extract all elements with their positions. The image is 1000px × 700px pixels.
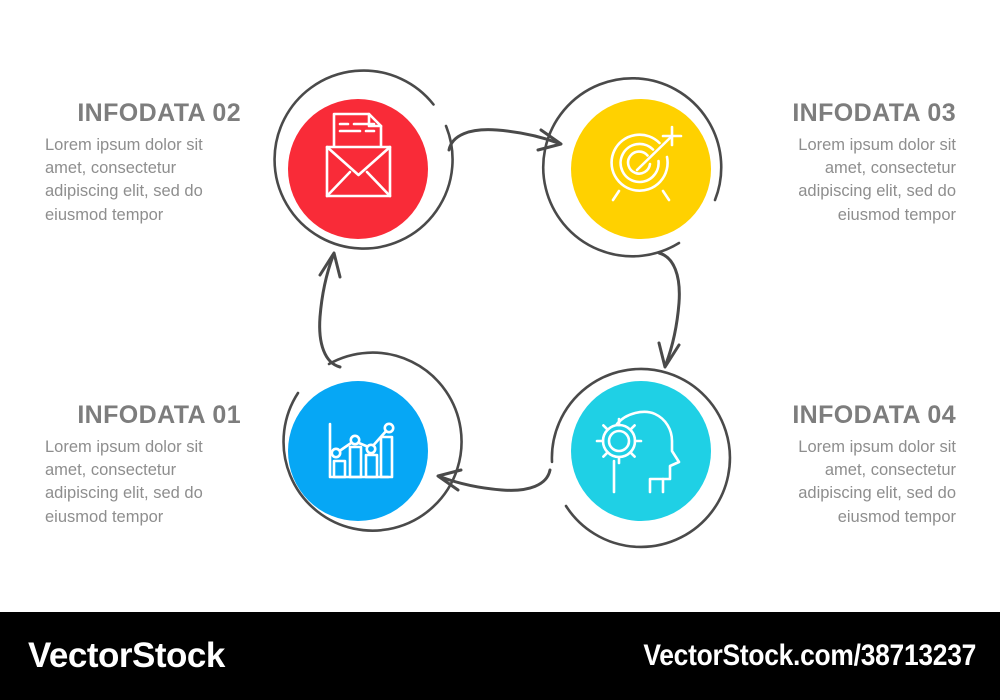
- infodata-04-title: INFODATA 04: [792, 401, 956, 429]
- node-04-outer-ring: [550, 367, 732, 549]
- node-infodata-01[interactable]: [282, 351, 463, 532]
- node-02-disc: [288, 99, 428, 239]
- arrow-04-to-01: [436, 468, 552, 492]
- infodata-01-title: INFODATA 01: [77, 401, 241, 429]
- infodata-01-body: Lorem ipsum dolor sit amet, consectetur …: [45, 437, 203, 526]
- vectorstock-url: VectorStock.com/38713237: [643, 639, 976, 672]
- node-infodata-04[interactable]: [550, 367, 732, 549]
- arrow-01-to-02: [318, 251, 342, 369]
- node-02-outer-ring: [273, 69, 454, 250]
- infodata-03-title: INFODATA 03: [792, 99, 956, 127]
- infodata-03-body: Lorem ipsum dolor sit amet, consectetur …: [798, 135, 956, 224]
- infodata-04-body: Lorem ipsum dolor sit amet, consectetur …: [798, 437, 956, 526]
- label-infodata-01: INFODATA 01 Lorem ipsum dolor sit amet, …: [45, 401, 241, 529]
- node-infodata-02[interactable]: [273, 69, 454, 250]
- infodata-02-title: INFODATA 02: [77, 99, 241, 127]
- watermark-footer: VectorStock VectorStock.com/38713237: [0, 612, 1000, 700]
- infodata-02-body: Lorem ipsum dolor sit amet, consectetur …: [45, 135, 203, 224]
- head-gear-icon: [595, 410, 681, 494]
- label-infodata-02: INFODATA 02 Lorem ipsum dolor sit amet, …: [45, 99, 241, 227]
- infographic-canvas: INFODATA 02 Lorem ipsum dolor sit amet, …: [45, 69, 956, 549]
- node-infodata-03[interactable]: [541, 76, 723, 258]
- node-03-outer-ring: [541, 76, 723, 258]
- label-infodata-04: INFODATA 04 Lorem ipsum dolor sit amet, …: [760, 401, 956, 529]
- arrow-02-to-03: [447, 128, 563, 152]
- target-arrow-icon: [610, 125, 683, 202]
- label-infodata-03: INFODATA 03 Lorem ipsum dolor sit amet, …: [760, 99, 956, 227]
- node-03-disc: [571, 99, 711, 239]
- vectorstock-logo: VectorStock: [28, 636, 225, 675]
- envelope-document-icon: [325, 112, 392, 198]
- node-01-outer-ring: [282, 351, 463, 532]
- arrow-03-to-04: [657, 251, 681, 369]
- node-01-disc: [288, 381, 428, 521]
- cycle-diagram: [273, 69, 732, 549]
- bar-chart-growth-icon: [328, 422, 395, 479]
- node-04-disc: [571, 381, 711, 521]
